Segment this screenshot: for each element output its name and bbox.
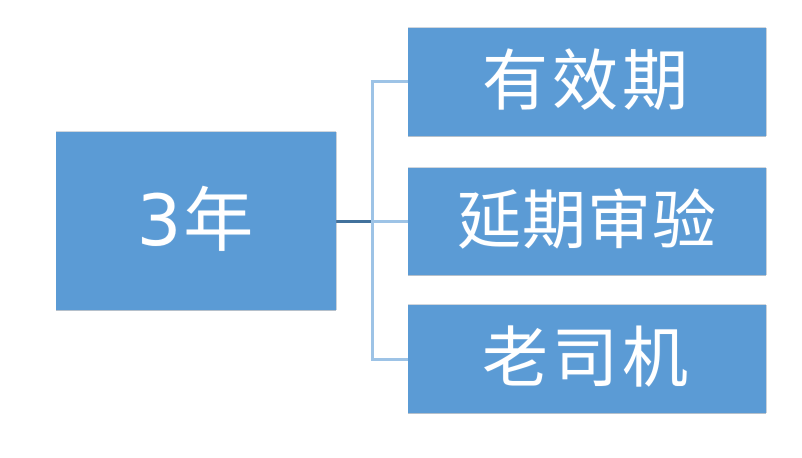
child-node-validity-period[interactable]: 有效期 (408, 28, 766, 136)
root-node-label: 3年 (136, 180, 256, 262)
child-node-label-1: 有效期 (482, 43, 692, 120)
root-node[interactable]: 3年 (56, 132, 336, 310)
child-node-label-3: 老司机 (482, 320, 692, 397)
connector-branch-3 (372, 358, 409, 361)
connector-root-stem (336, 220, 373, 223)
child-node-label-2: 延期审验 (457, 184, 717, 259)
connector-branch-1 (372, 80, 409, 83)
child-node-veteran-driver[interactable]: 老司机 (408, 305, 766, 413)
child-node-extension-review[interactable]: 延期审验 (408, 168, 766, 275)
connector-branch-2 (372, 220, 409, 223)
